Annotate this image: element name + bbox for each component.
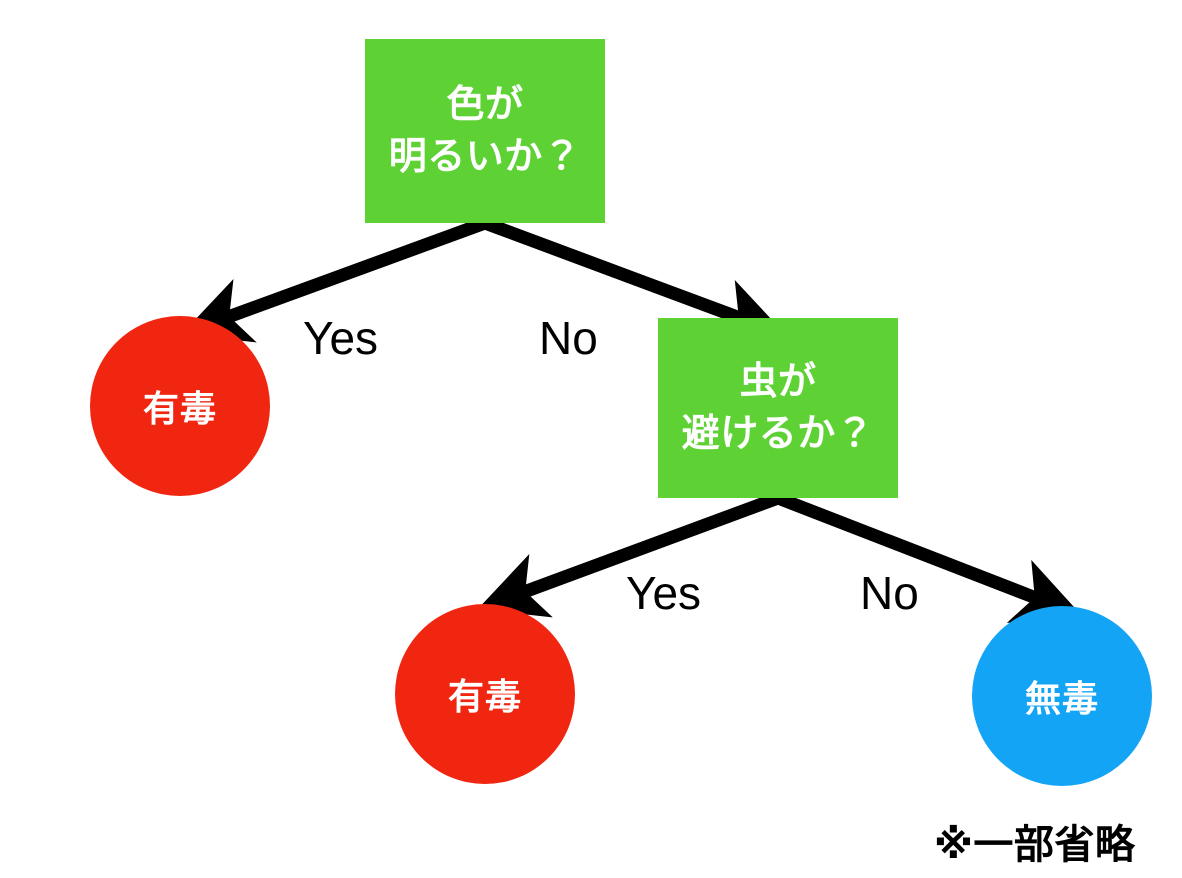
decision-node-insect-avoid-line2: 避けるか？ — [681, 413, 875, 455]
leaf-node-toxic-left-label: 有毒 — [142, 388, 217, 429]
edge-label-no-root: No — [539, 312, 598, 364]
decision-node-color-bright[interactable]: 色が 明るいか？ — [365, 39, 605, 223]
leaf-node-toxic-bottom[interactable]: 有毒 — [395, 604, 575, 784]
footnote-partial-omission: ※一部省略 — [934, 823, 1136, 867]
leaf-node-toxic-bottom-label: 有毒 — [447, 676, 522, 717]
edge-root-to-toxic1 — [181, 216, 488, 343]
edge-root-to-insect — [482, 216, 787, 344]
decision-node-insect-avoid-line1: 虫が — [739, 360, 817, 403]
leaf-node-nontoxic[interactable]: 無毒 — [972, 606, 1152, 786]
leaf-node-toxic-left[interactable]: 有毒 — [90, 316, 270, 496]
edge-label-yes-root: Yes — [303, 312, 379, 364]
decision-node-color-bright-line2: 明るいか？ — [388, 136, 582, 178]
leaf-node-nontoxic-label: 無毒 — [1024, 678, 1099, 719]
edge-label-yes-insect: Yes — [626, 567, 702, 619]
decision-node-color-bright-line1: 色が — [446, 83, 524, 126]
edge-label-no-insect: No — [860, 567, 919, 619]
decision-node-insect-avoid[interactable]: 虫が 避けるか？ — [658, 318, 898, 498]
